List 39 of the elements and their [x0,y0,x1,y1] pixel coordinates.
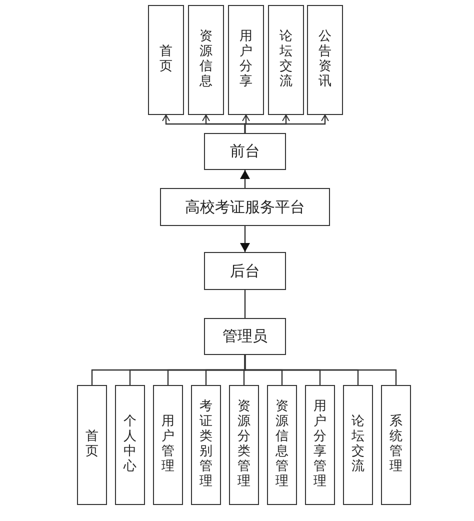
module-box [204,133,286,170]
module-box [307,5,343,115]
module-box [153,385,183,505]
module-label: 公告资讯 [318,30,332,90]
module-label: 论坛交流 [352,415,364,475]
module-label: 用户分享管理 [314,400,326,490]
module-box [191,385,221,505]
connector-arrow [240,170,250,188]
module-box [204,252,286,290]
module-label: 首页 [86,430,98,460]
module-box [160,188,330,226]
module-box [228,5,264,115]
module-label: 前台 [230,142,260,161]
module-box [267,385,297,505]
module-box [204,318,286,355]
connector-arrow [240,226,250,252]
module-box [229,385,259,505]
module-label: 后台 [230,262,260,280]
module-box [381,385,411,505]
module-box [343,385,373,505]
module-label: 资源信息 [200,30,212,90]
module-label: 首页 [160,45,172,75]
module-label: 管理员 [222,327,268,346]
module-box [77,385,107,505]
module-label: 用户管理 [162,415,174,475]
module-label: 个人中心 [124,415,136,475]
module-label: 资源信息管理 [276,400,288,490]
connector-arrow [244,114,329,133]
module-box [268,5,304,115]
module-label: 高校考证服务平台 [185,198,305,216]
module-label: 考证类别管理 [200,400,212,490]
module-label: 论坛交流 [280,30,292,90]
module-label: 用户分享 [240,30,252,90]
module-box [305,385,335,505]
module-box [148,5,184,115]
module-label: 资源分类管理 [238,400,250,490]
module-box [188,5,224,115]
module-box [115,385,145,505]
module-label: 系统管理 [390,415,402,475]
